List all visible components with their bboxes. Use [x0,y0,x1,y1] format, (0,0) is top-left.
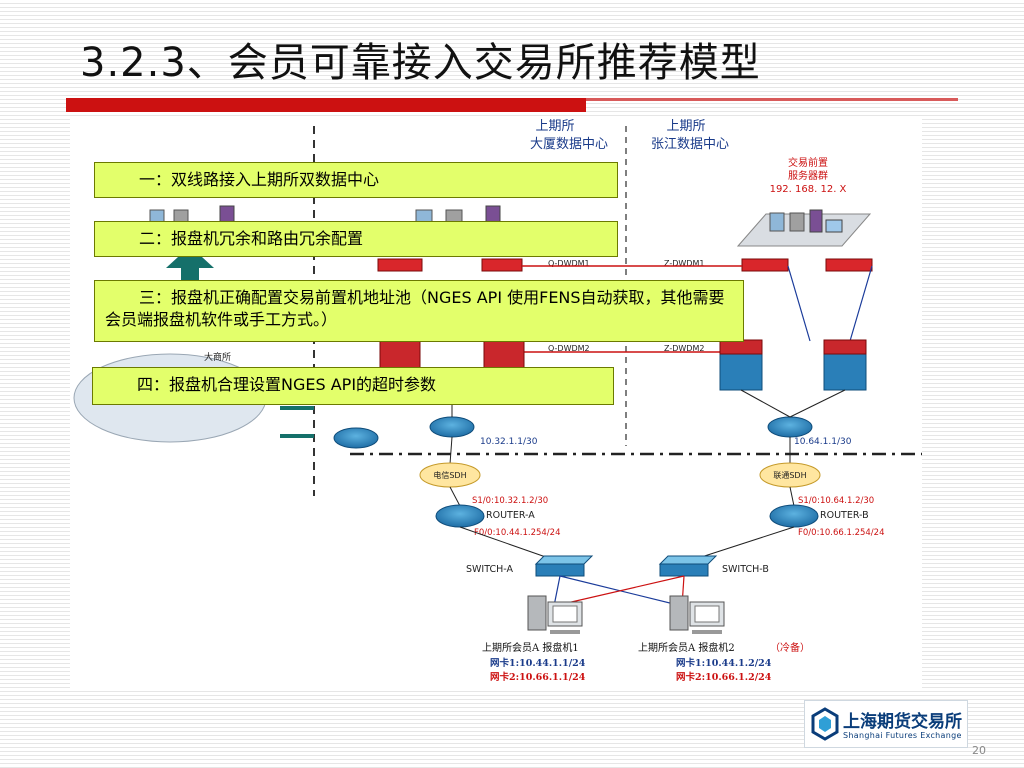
server-group-label-1: 交易前置 [788,156,828,169]
link-dc2-1 [787,265,811,342]
router-dc1 [429,416,475,438]
ip-right-label: 10.64.1.1/30 [794,437,852,447]
server-tower [809,209,823,233]
note-1: 一：双线路接入上期所双数据中心 [94,162,618,198]
pc2-label: 上期所会员A 报盘机2 [638,641,735,654]
link-dc2-2 [849,265,873,342]
note-4-text: 四：报盘机合理设置NGES API的超时参数 [137,375,437,394]
core-switch-right-1-top [719,339,763,355]
pc2-cold-label: （冷备） [770,641,810,654]
server-group-ip: 192. 168. 12. X [770,184,847,195]
firewall-3 [741,258,789,272]
server-group-label-2: 服务器群 [788,169,828,182]
dwdm-z2-label: Z-DWDM2 [664,344,704,353]
network-diagram: 上期所 大厦数据中心 上期所 张江数据中心 交易前置 服务器群 192. 168… [70,116,922,688]
router-a [435,504,485,528]
core-switch-right-2-top [823,339,867,355]
dalian-label: 大商所 [204,351,231,363]
dc2-header-line2: 张江数据中心 [651,137,729,152]
sdh-right-label: 联通SDH [773,470,806,480]
firewall-2 [481,258,523,272]
sdh-left-label: 电信SDH [433,470,466,480]
pc-1 [527,595,583,634]
pc-1-tower [527,595,547,631]
firewall-4 [825,258,873,272]
title-underline-thin [586,98,958,101]
switch-b-top [658,555,718,565]
s1-left-label: S1/0:10.32.1.2/30 [472,496,548,506]
ip-left-label: 10.32.1.1/30 [480,437,538,447]
dc1-header-line1: 上期所 [535,119,574,134]
switch-a-top [534,555,594,565]
dc2-header-line1: 上期所 [666,119,705,134]
dc1-header-line2: 大厦数据中心 [530,137,608,152]
router-dc2-uplink-a [740,389,791,418]
note-1-text: 一：双线路接入上期所双数据中心 [139,170,380,189]
dwdm-q1-label: Q-DWDM1 [548,259,590,268]
firewall-group [377,258,873,272]
title-underline-red [66,98,586,112]
pc2-nic1: 网卡1:10.44.1.2/24 [676,657,772,669]
switch-b [659,563,709,577]
f0-right-label: F0/0:10.66.1.254/24 [798,528,884,538]
core-switch-right [719,339,867,391]
s1-right-label: S1/0:10.64.1.2/30 [798,496,874,506]
slide-title: 3.2.3、会员可靠接入交易所推荐模型 [80,40,761,86]
note-2: 二：报盘机冗余和路由冗余配置 [94,221,618,257]
switch-b-label: SWITCH-B [722,564,769,575]
pc2-nic2: 网卡2:10.66.1.2/24 [676,671,772,683]
exchange-logo-en: Shanghai Futures Exchange [843,731,962,740]
router-a-label: ROUTER-A [486,510,535,521]
sdh-to-router-a [449,486,461,507]
exchange-logo-cn: 上海期货交易所 [843,712,962,732]
uplink-arrow-head [166,246,214,268]
switch-a-label: SWITCH-A [466,564,513,575]
monitor-small [825,219,843,233]
pc-2-tower [669,595,689,631]
switch-b-to-pc1 [553,575,685,607]
db-cylinder-1 [769,212,785,232]
router-dalian [333,427,379,449]
pc1-label: 上期所会员A 报盘机1 [482,641,579,654]
pc1-nic2: 网卡2:10.66.1.1/24 [490,671,586,683]
router-dc2-uplink-b [789,389,846,418]
pc-2 [669,595,725,634]
db-cylinder-2 [789,212,805,232]
switch-a-to-pc1 [553,575,561,607]
dwdm-z1-label: Z-DWDM1 [664,259,704,268]
note-3: 三：报盘机正确配置交易前置机地址池（NGES API 使用FENS自动获取，其他… [94,280,744,342]
router-b [769,504,819,528]
sdh-to-router-b [789,486,795,507]
pc-2-keyboard [692,630,722,634]
dwdm-q2-label: Q-DWDM2 [548,344,590,353]
pc-1-keyboard [550,630,580,634]
exchange-logo: 上海期货交易所 Shanghai Futures Exchange [804,700,968,748]
page-number: 20 [972,744,986,757]
pc-1-screen [552,605,578,623]
exchange-logo-mark-icon [811,707,839,741]
pc1-nic1: 网卡1:10.44.1.1/24 [490,657,586,669]
note-2-text: 二：报盘机冗余和路由冗余配置 [139,229,364,248]
pc-2-screen [694,605,720,623]
note-4: 四：报盘机合理设置NGES API的超时参数 [92,367,614,405]
router-dc2 [767,416,813,438]
f0-left-label: F0/0:10.44.1.254/24 [474,528,560,538]
link-to-sdh-left [449,436,453,465]
router-b-label: ROUTER-B [820,510,869,521]
switch-a [535,563,585,577]
note-3-text: 三：报盘机正确配置交易前置机地址池（NGES API 使用FENS自动获取，其他… [105,288,725,329]
firewall-1 [377,258,423,272]
